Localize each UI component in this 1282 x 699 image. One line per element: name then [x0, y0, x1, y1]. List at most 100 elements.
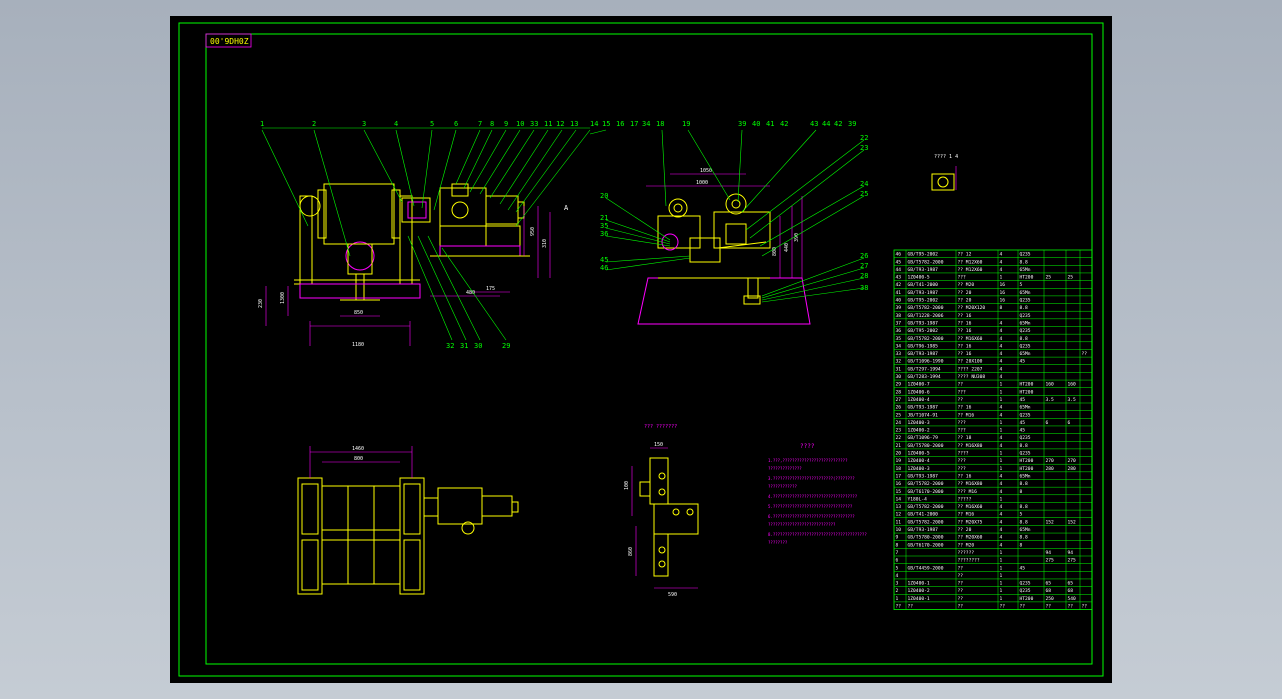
parts-table-cell: 34	[896, 343, 902, 349]
parts-table-cell: 1Z0400-1	[908, 581, 930, 587]
parts-table-cell: 1	[1000, 581, 1003, 587]
svg-text:4.????????????????????????????: 4.???????????????????????????????????	[768, 494, 858, 499]
parts-table-cell: GB/T297-1994	[908, 366, 941, 372]
parts-table-cell: 4	[1000, 366, 1003, 372]
parts-table-cell: GB/T93-1987	[908, 473, 939, 479]
parts-table-cell: GB/T6170-2000	[908, 542, 944, 548]
cad-viewport[interactable]: 00'9DH0Z	[170, 16, 1112, 683]
parts-table-cell: 1Z0400-4	[908, 397, 930, 403]
parts-table-cell: ?? 20	[958, 290, 972, 296]
detail-b-text: ??? ??????? 150 100 860 590	[624, 424, 677, 598]
parts-table-cell: 4	[1000, 328, 1003, 334]
svg-text:????????????????????????????: ????????????????????????????	[768, 522, 836, 527]
parts-table-cell: 17	[896, 473, 902, 479]
parts-table-cell: JB/T1074-91	[908, 412, 939, 418]
parts-table-cell: ??	[958, 573, 964, 579]
svg-text:16: 16	[616, 120, 624, 128]
parts-table-cell: 18	[896, 466, 902, 472]
svg-text:6: 6	[454, 120, 458, 128]
parts-table-cell: 65	[1046, 581, 1052, 587]
cad-drawing[interactable]: 00'9DH0Z	[170, 16, 1112, 683]
parts-table-header: ??	[896, 604, 902, 610]
parts-table-cell: ?? 20	[958, 298, 972, 304]
parts-table-cell: GB/T96-1985	[908, 343, 939, 349]
svg-text:2: 2	[312, 120, 316, 128]
parts-table-cell: 275	[1046, 558, 1055, 564]
svg-text:1.???,????????????????????????: 1.???,???????????????????????????	[768, 458, 848, 463]
svg-text:100: 100	[624, 481, 630, 490]
svg-text:3.?????????????????????????(??: 3.?????????????????????????(????????	[768, 476, 855, 481]
svg-text:????????: ????????	[768, 540, 788, 545]
parts-table-cell: GB/T1228-2006	[908, 313, 944, 319]
parts-table-cell: 1	[1000, 458, 1003, 464]
parts-table-cell: 25	[896, 412, 902, 418]
parts-table-cell: 4	[1000, 336, 1003, 342]
parts-table-cell: ????????	[958, 558, 980, 564]
parts-table-cell: GB/T283-1994	[908, 374, 941, 380]
parts-table-cell: ?? 20	[958, 527, 972, 533]
svg-text:390: 390	[794, 233, 800, 242]
parts-table-cell: Q235	[1020, 343, 1031, 349]
svg-text:13: 13	[570, 120, 578, 128]
svg-text:150: 150	[654, 442, 663, 448]
parts-table-cell: 29	[896, 382, 902, 388]
parts-table-cell: 4	[1000, 535, 1003, 541]
parts-table-cell: 5	[1020, 282, 1023, 288]
parts-table-cell: ???	[958, 428, 967, 434]
svg-text:1460: 1460	[352, 446, 364, 452]
parts-table-cell: 1Z0400-3	[908, 466, 930, 472]
svg-text:15: 15	[602, 120, 610, 128]
parts-table-cell: 5	[896, 565, 899, 571]
parts-table-cell: ?? M16	[958, 412, 975, 418]
parts-table-cell: GB/T1096-79	[908, 435, 939, 441]
parts-table-cell: 45	[1020, 565, 1026, 571]
svg-text:5.????????????????????????????: 5.?????????????????????????????????	[768, 504, 853, 509]
parts-table-cell: 4	[896, 573, 899, 579]
parts-table-cell: 8.8	[1020, 481, 1029, 487]
parts-table-cell: 1	[1000, 565, 1003, 571]
parts-table-cell: 36	[896, 328, 902, 334]
parts-table-cell: 2	[896, 588, 899, 594]
parts-table-cell: ??	[958, 397, 964, 403]
parts-table-cell: Q235	[1020, 252, 1031, 258]
parts-table-cell: 65Mn	[1020, 405, 1031, 411]
parts-table-cell: ?? 16	[958, 473, 972, 479]
parts-table-cell: 65Mn	[1020, 267, 1031, 273]
parts-table-cell: 39	[896, 305, 902, 311]
parts-table-cell: 1	[896, 596, 899, 602]
parts-table-cell: GB/T5782-2000	[908, 336, 944, 342]
parts-table-cell: 20	[896, 451, 902, 457]
parts-table-cell: 1	[1000, 550, 1003, 556]
svg-text:32: 32	[446, 342, 454, 350]
parts-table-cell: 8	[896, 542, 899, 548]
svg-text:26: 26	[860, 252, 868, 260]
svg-text:38: 38	[860, 284, 868, 292]
parts-table-cell: ??	[958, 581, 964, 587]
parts-table-cell: GB/T93-1987	[908, 290, 939, 296]
parts-table-cell: 40	[896, 298, 902, 304]
leaders-top	[261, 127, 607, 257]
parts-table-cell: 4	[1000, 405, 1003, 411]
parts-table-cell: ?? 16	[958, 343, 972, 349]
plan-view-dims	[309, 446, 413, 478]
parts-table-cell: 4	[1000, 481, 1003, 487]
parts-table-cell: Q235	[1020, 451, 1031, 457]
parts-table-cell: Q235	[1020, 298, 1031, 304]
parts-table-cell: 22	[896, 435, 902, 441]
parts-table-cell: 275	[1068, 558, 1077, 564]
parts-table-cell: 24	[896, 420, 902, 426]
parts-table-cell: 10	[896, 527, 902, 533]
parts-table-cell: 3.5	[1068, 397, 1077, 403]
svg-text:19: 19	[682, 120, 690, 128]
parts-table-cell: 1Z0400-5	[908, 451, 930, 457]
svg-text:10: 10	[516, 120, 524, 128]
svg-text:800: 800	[772, 247, 778, 256]
parts-table-cell: ??	[958, 565, 964, 571]
svg-text:42: 42	[780, 120, 788, 128]
parts-table-cell: 65	[1068, 581, 1074, 587]
parts-table-cell: GB/T93-1987	[908, 405, 939, 411]
parts-table-cell: 65Mn	[1020, 320, 1031, 326]
parts-table-cell: 16	[896, 481, 902, 487]
svg-text:25: 25	[860, 190, 868, 198]
parts-table-cell: ?? M20	[958, 282, 975, 288]
